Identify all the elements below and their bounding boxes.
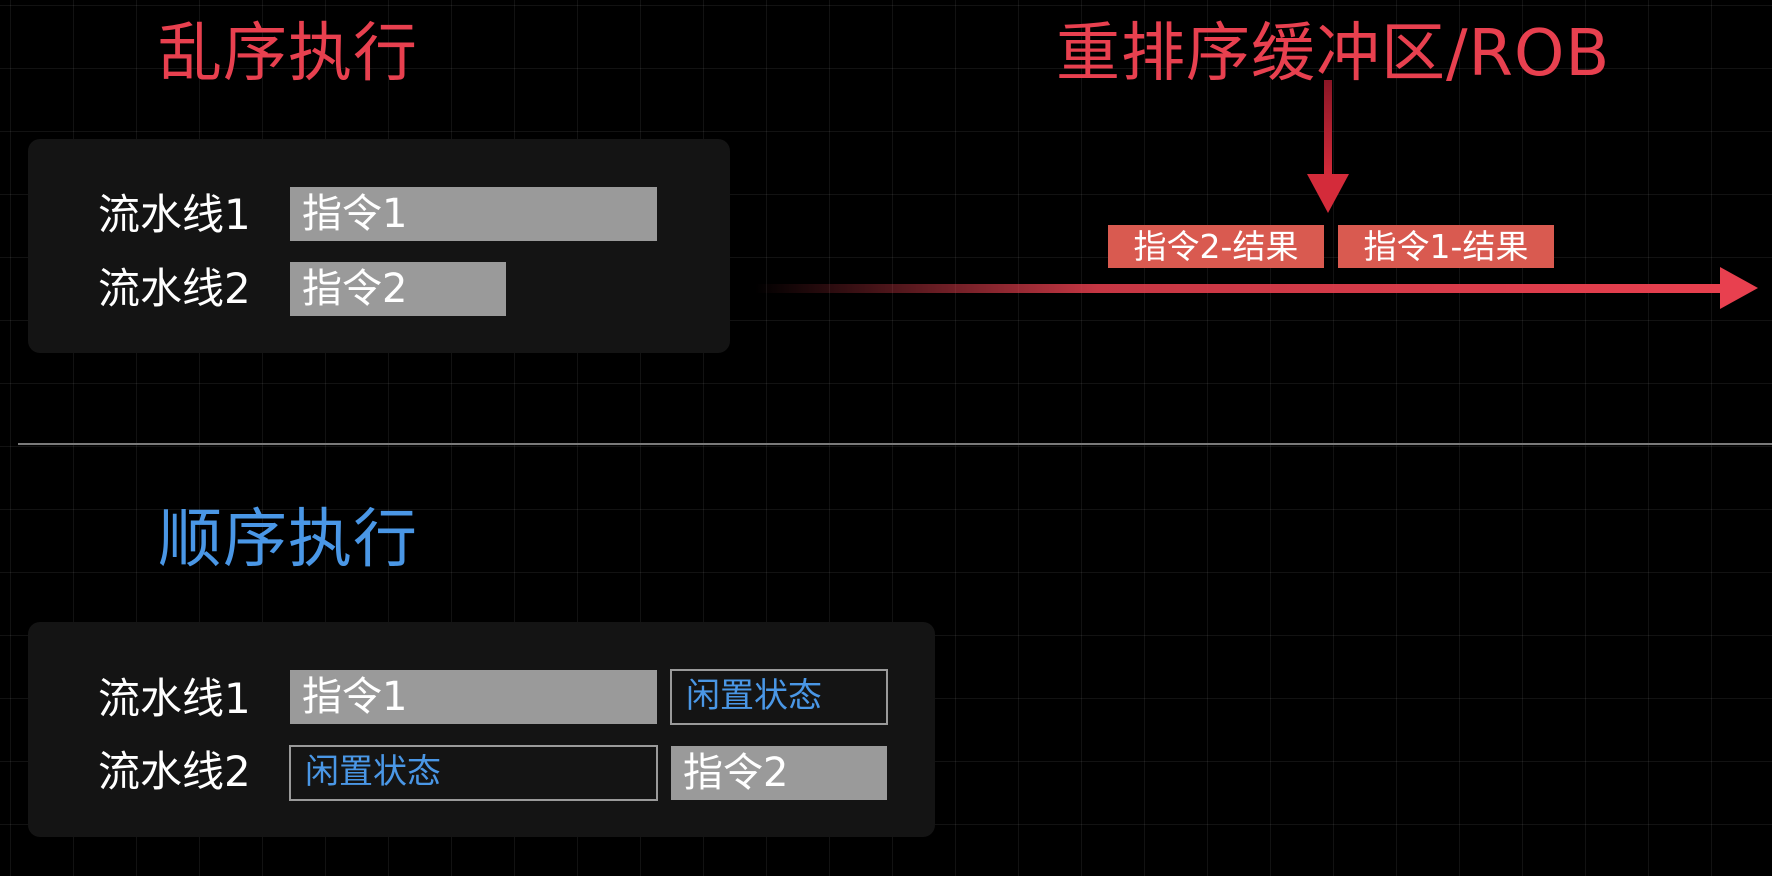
rob-result-instruction-2: 指令2-结果 — [1108, 225, 1324, 268]
ooo-pipeline-2-instruction-2: 指令2 — [290, 262, 506, 316]
out-of-order-panel — [28, 139, 730, 353]
pipeline-2-label: 流水线2 — [98, 264, 251, 313]
rob-title: 重排序缓冲区/ROB — [1056, 17, 1611, 91]
pipeline-2-label: 流水线2 — [98, 747, 251, 796]
timeline-arrow — [755, 267, 1758, 309]
ooo-pipeline-1-instruction-1: 指令1 — [290, 187, 657, 241]
pipeline-1-label: 流水线1 — [98, 190, 251, 239]
out-of-order-title: 乱序执行 — [158, 17, 418, 91]
section-divider — [18, 443, 1772, 445]
ino-pipeline-2-instruction-2: 指令2 — [671, 746, 887, 800]
ino-pipeline-1-idle: 闲置状态 — [670, 669, 888, 725]
rob-result-instruction-1: 指令1-结果 — [1338, 225, 1554, 268]
rob-down-arrow — [1307, 80, 1349, 213]
pipeline-1-label: 流水线1 — [98, 674, 251, 723]
ino-pipeline-2-idle: 闲置状态 — [289, 745, 658, 801]
in-order-title: 顺序执行 — [158, 503, 418, 577]
ino-pipeline-1-instruction-1: 指令1 — [290, 670, 657, 724]
in-order-panel — [28, 622, 935, 837]
